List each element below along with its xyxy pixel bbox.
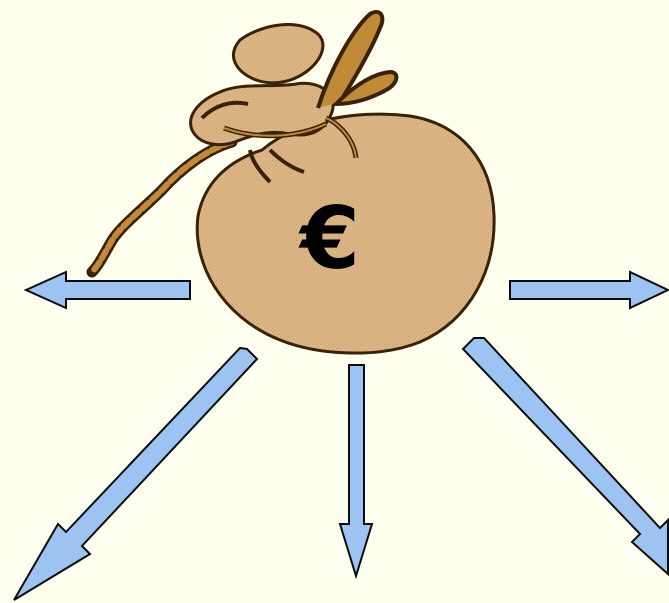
bag-currency-symbol: € <box>298 189 360 289</box>
arrow-down-icon <box>338 364 374 580</box>
arrows-group <box>13 270 669 601</box>
arrow-left-icon <box>23 270 191 310</box>
arrow-down-left-icon <box>13 346 259 601</box>
bag-top-fold-icon <box>232 23 325 85</box>
bag-body-icon <box>195 112 496 355</box>
money-bag: € <box>86 9 496 355</box>
ribbon-loop-icon <box>316 9 385 109</box>
arrow-right-icon <box>509 270 669 310</box>
arrow-down-right-icon <box>461 337 669 577</box>
